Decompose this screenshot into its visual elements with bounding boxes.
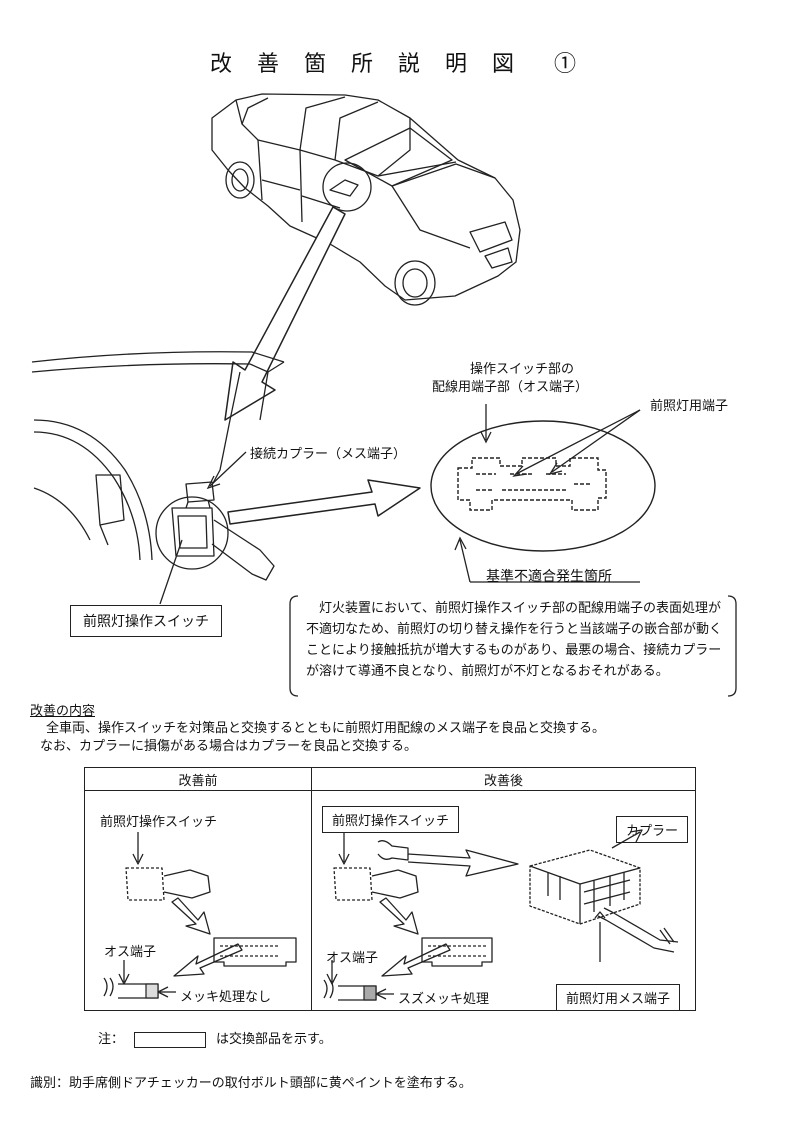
before-male-terminal-label: オス端子 (104, 945, 157, 960)
after-switch-drawing (323, 829, 679, 1001)
coupler-pointer (206, 451, 247, 490)
improvement-line-1: 全車両、操作スイッチを対策品と交換するとともに前照灯用配線のメス端子を良品と交換… (46, 721, 606, 736)
before-switch-drawing (103, 832, 297, 999)
headlamp-terminal-label: 前照灯用端子 (650, 399, 729, 414)
page-title: 改 善 箇 所 説 明 図 ① (210, 52, 585, 77)
defect-description: 灯火装置において、前照灯操作スイッチ部の配線用端子の表面処理が不適切なため、前照… (306, 601, 723, 679)
improvement-heading: 改善の内容 (30, 704, 96, 719)
improvement-line-2: なお、カプラーに損傷がある場合はカプラーを良品と交換する。 (40, 739, 418, 754)
detail-arrow (227, 479, 421, 525)
before-header: 改善前 (84, 767, 312, 791)
pointer-lines (454, 404, 641, 583)
after-header: 改善後 (311, 767, 696, 791)
car-illustration (211, 93, 521, 306)
before-switch-label: 前照灯操作スイッチ (100, 815, 218, 830)
before-plating-label: メッキ処理なし (180, 990, 272, 1005)
switch-pointer (159, 539, 183, 605)
note-prefix: 注： (98, 1032, 125, 1047)
switch-terminal-label-line2: 配線用端子部（オス端子） (432, 380, 589, 395)
after-female-terminal-label: 前照灯用メス端子 (556, 984, 681, 1011)
replacement-part-legend-box (134, 1031, 207, 1048)
identification-note: 識別：助手席側ドアチェッカーの取付ボルト頭部に黄ペイントを塗布する。 (30, 1076, 472, 1091)
terminal-detail-oval (430, 420, 656, 552)
description-brackets (289, 595, 737, 697)
defect-location-label: 基準不適合発生箇所 (486, 569, 612, 585)
after-male-terminal-label: オス端子 (326, 951, 379, 966)
after-switch-label: 前照灯操作スイッチ (322, 806, 460, 833)
headlamp-switch-label: 前照灯操作スイッチ (70, 605, 222, 637)
after-plating-label: スズメッキ処理 (398, 992, 490, 1007)
note-line: 注： は交換部品を示す。 (98, 1028, 332, 1048)
coupler-label: 接続カプラー（メス端子） (250, 447, 407, 462)
switch-terminal-label-line1: 操作スイッチ部の (470, 362, 575, 377)
note-suffix: は交換部品を示す。 (216, 1032, 332, 1047)
dashboard-illustration (31, 351, 285, 581)
